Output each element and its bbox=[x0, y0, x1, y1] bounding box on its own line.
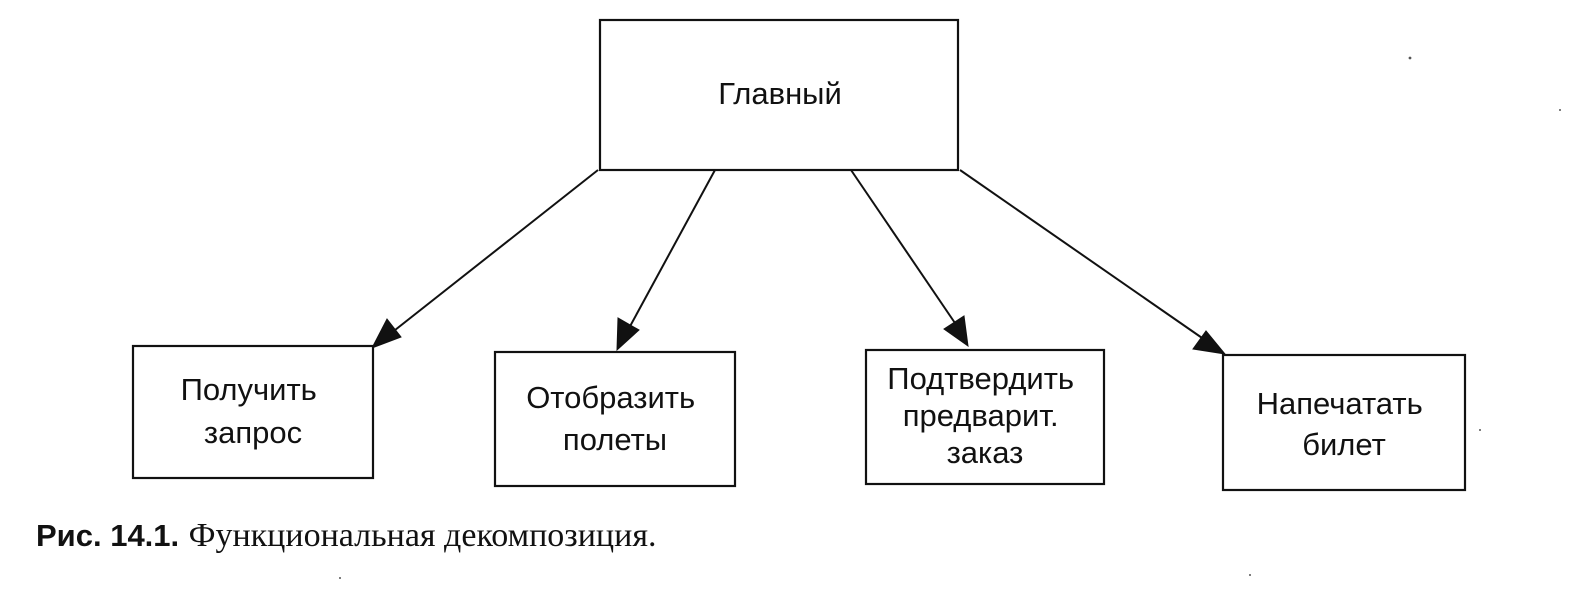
node-get-request: Получить запрос bbox=[131, 344, 375, 480]
node-label-line: Подтвердить bbox=[887, 361, 1074, 396]
edges bbox=[370, 169, 1227, 355]
node-root: Главный bbox=[598, 18, 960, 172]
edge-root-to-print-ticket bbox=[959, 169, 1227, 355]
node-show-flights: Отобразить полеты bbox=[493, 350, 737, 488]
node-show-flights-label: Отобразить полеты bbox=[526, 380, 704, 457]
edge-root-to-get-request bbox=[370, 169, 599, 349]
figure-caption-text: Функциональная декомпозиция. bbox=[188, 517, 657, 554]
node-label-line: Отобразить bbox=[526, 380, 695, 415]
edge-root-to-show-flights bbox=[616, 169, 716, 352]
node-confirm-booking-label: Подтвердить предварит. заказ bbox=[887, 361, 1082, 470]
node-label-line: Напечатать bbox=[1257, 386, 1423, 421]
arrowhead-icon bbox=[1192, 330, 1227, 355]
node-label-line: заказ bbox=[947, 435, 1024, 470]
figure-caption: Рис. 14.1. Функциональная декомпозиция. bbox=[36, 513, 656, 558]
arrowhead-icon bbox=[943, 315, 969, 348]
node-label-line: Получить bbox=[181, 372, 317, 407]
node-label-line: билет bbox=[1302, 427, 1386, 462]
node-confirm-booking: Подтвердить предварит. заказ bbox=[864, 348, 1106, 486]
node-root-label: Главный bbox=[718, 76, 842, 111]
node-label-line: запрос bbox=[204, 415, 302, 450]
node-get-request-label: Получить запрос bbox=[181, 372, 326, 450]
edge-root-to-confirm-booking bbox=[850, 169, 969, 348]
node-label-line: предварит. bbox=[903, 398, 1059, 433]
node-print-ticket: Напечатать билет bbox=[1221, 353, 1467, 492]
figure-caption-number: Рис. 14.1. bbox=[36, 518, 180, 553]
arrowhead-icon bbox=[370, 318, 402, 349]
node-print-ticket-label: Напечатать билет bbox=[1257, 386, 1432, 462]
node-label-line: полеты bbox=[563, 422, 667, 457]
arrowhead-icon bbox=[616, 317, 640, 352]
